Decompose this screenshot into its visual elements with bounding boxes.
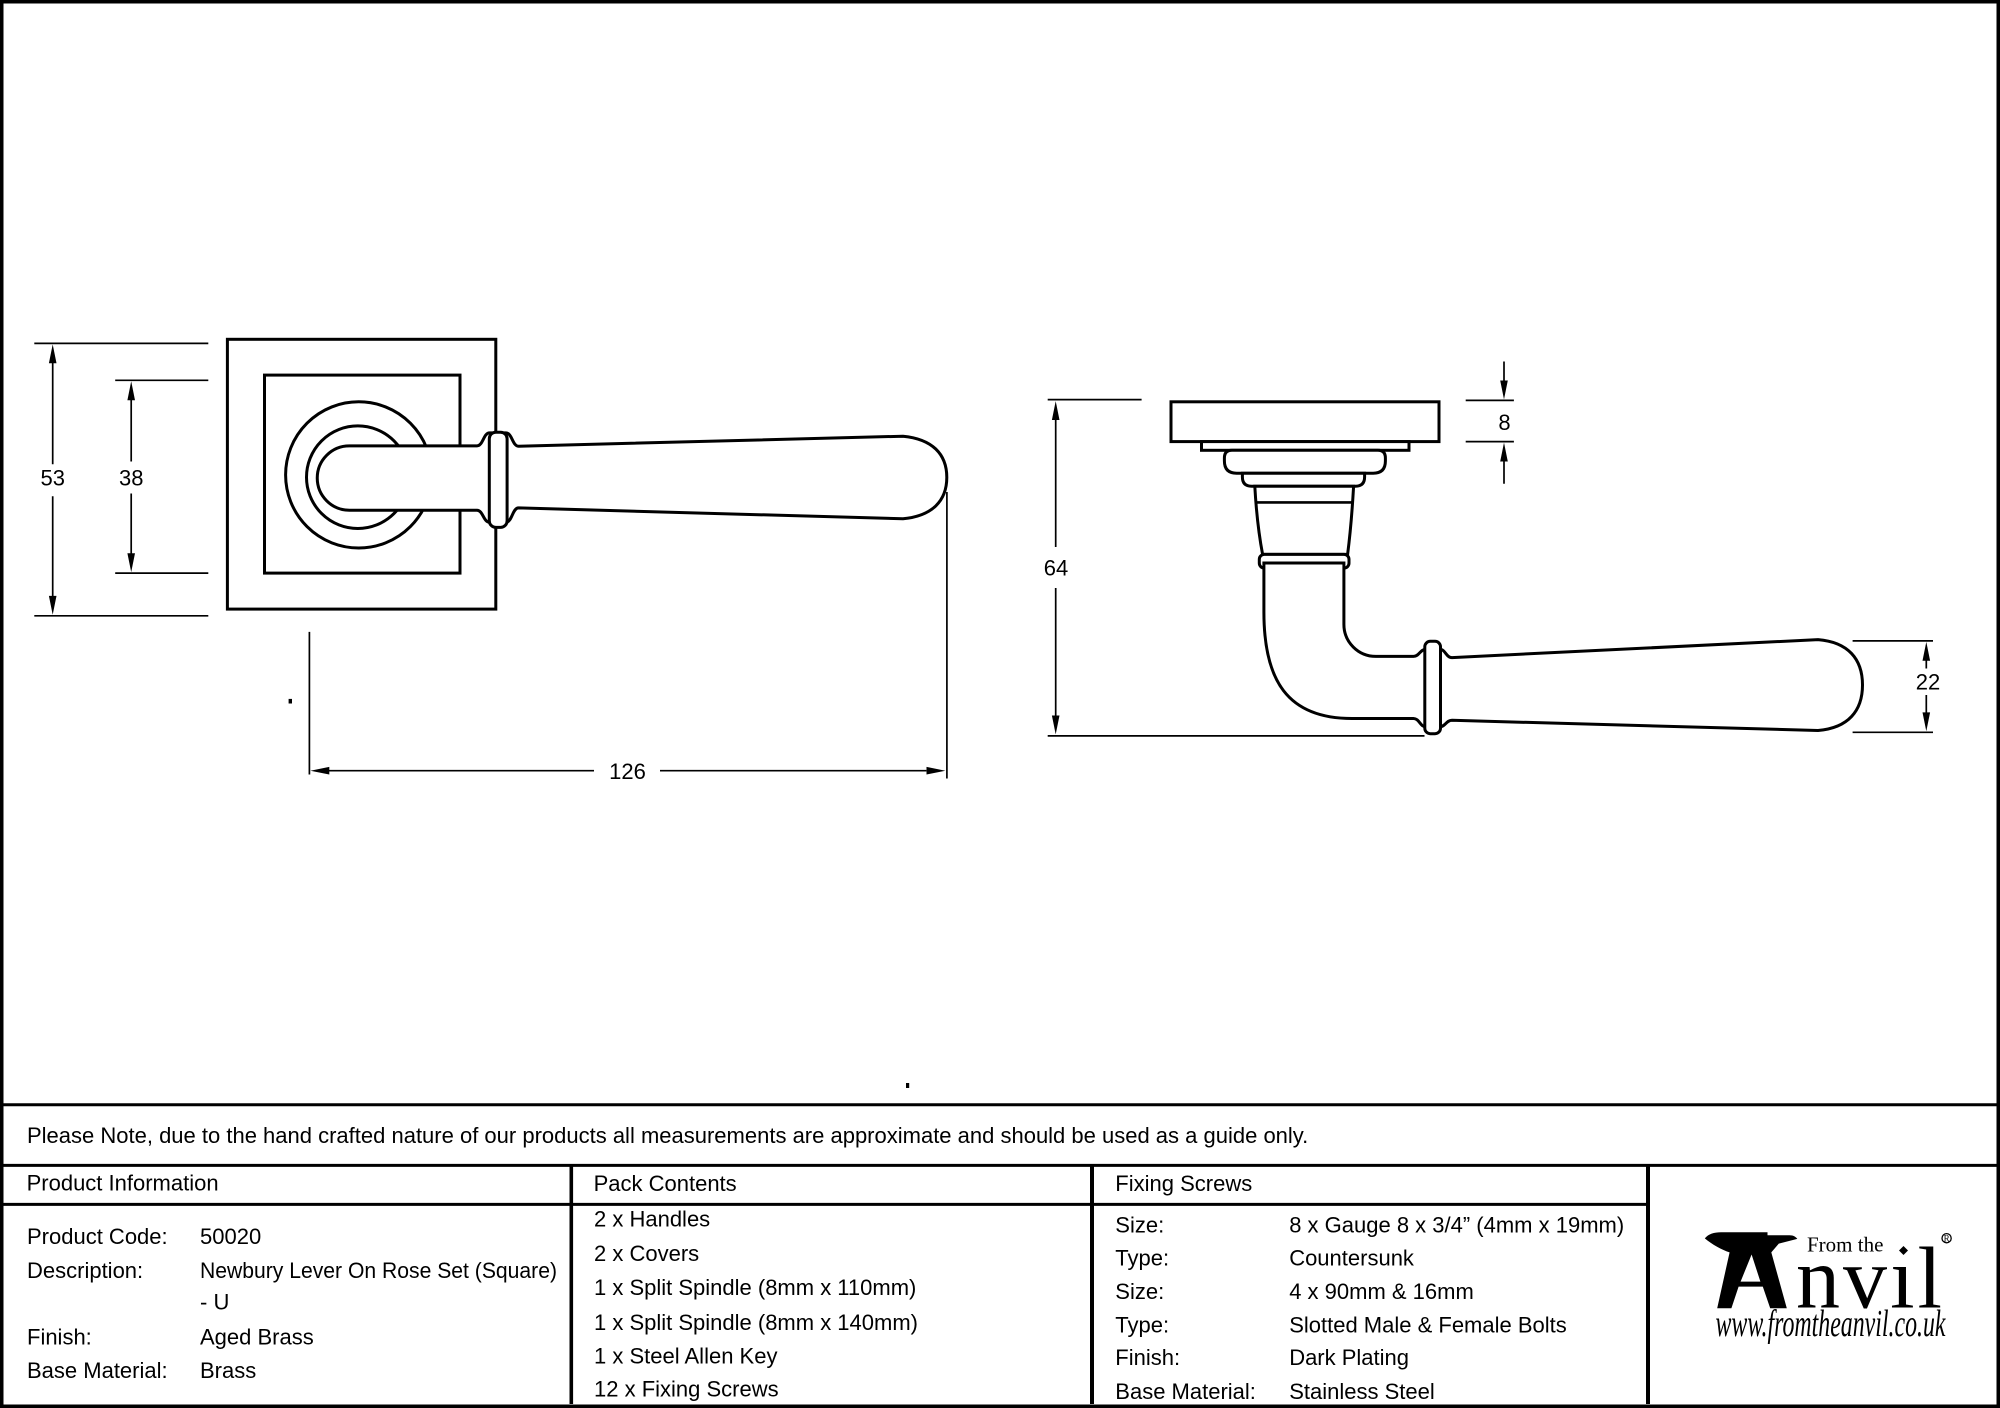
svg-text:Base Material:: Base Material:	[27, 1358, 168, 1383]
svg-text:Type:: Type:	[1115, 1246, 1169, 1271]
svg-text:Slotted Male & Female Bolts: Slotted Male & Female Bolts	[1289, 1313, 1567, 1338]
svg-text:2 x Covers: 2 x Covers	[594, 1241, 699, 1266]
svg-text:Description:: Description:	[27, 1258, 143, 1283]
svg-text:Newbury Lever On Rose Set (Squ: Newbury Lever On Rose Set (Square)	[200, 1258, 557, 1283]
svg-text:50020: 50020	[200, 1224, 261, 1249]
svg-text:Aged Brass: Aged Brass	[200, 1325, 314, 1350]
svg-text:8 x Gauge 8 x 3/4” (4mm x 19mm: 8 x Gauge 8 x 3/4” (4mm x 19mm)	[1289, 1213, 1624, 1238]
svg-text:4 x 90mm & 16mm: 4 x 90mm & 16mm	[1289, 1279, 1474, 1304]
svg-text:12 x Fixing Screws: 12 x Fixing Screws	[594, 1377, 779, 1402]
svg-text:Finish:: Finish:	[27, 1325, 92, 1350]
svg-text:Countersunk: Countersunk	[1289, 1246, 1415, 1271]
svg-text:- U: - U	[200, 1290, 229, 1315]
svg-text:8: 8	[1498, 410, 1510, 435]
svg-text:Size:: Size:	[1115, 1279, 1164, 1304]
svg-text:Please Note, due to the hand c: Please Note, due to the hand crafted nat…	[27, 1123, 1308, 1148]
svg-text:Brass: Brass	[200, 1358, 256, 1383]
svg-text:1 x Split Spindle (8mm x 110mm: 1 x Split Spindle (8mm x 110mm)	[594, 1275, 916, 1300]
svg-text:1 x Split Spindle (8mm x 140mm: 1 x Split Spindle (8mm x 140mm)	[594, 1310, 918, 1335]
svg-text:Fixing Screws: Fixing Screws	[1115, 1171, 1252, 1196]
svg-text:From the: From the	[1807, 1233, 1883, 1257]
svg-text:22: 22	[1916, 670, 1940, 695]
svg-text:Type:: Type:	[1115, 1313, 1169, 1338]
svg-text:1 x Steel Allen Key: 1 x Steel Allen Key	[594, 1344, 777, 1369]
svg-text:38: 38	[119, 466, 143, 491]
svg-text:Size:: Size:	[1115, 1213, 1164, 1238]
svg-text:Pack Contents: Pack Contents	[594, 1171, 737, 1196]
svg-text:Stainless Steel: Stainless Steel	[1289, 1379, 1435, 1404]
svg-text:2 x Handles: 2 x Handles	[594, 1207, 710, 1232]
svg-text:nvıl: nvıl	[1796, 1231, 1942, 1328]
svg-text:R: R	[1944, 1234, 1950, 1244]
svg-text:Product Information: Product Information	[27, 1170, 219, 1195]
svg-text:53: 53	[40, 466, 64, 491]
svg-text:64: 64	[1044, 556, 1068, 581]
svg-text:Finish:: Finish:	[1115, 1345, 1180, 1370]
svg-text:Product Code:: Product Code:	[27, 1224, 168, 1249]
svg-text:www.fromtheanvil.co.uk: www.fromtheanvil.co.uk	[1716, 1303, 1947, 1345]
svg-text:Base Material:: Base Material:	[1115, 1379, 1256, 1404]
svg-text:Dark Plating: Dark Plating	[1289, 1345, 1409, 1370]
svg-text:126: 126	[609, 759, 646, 784]
